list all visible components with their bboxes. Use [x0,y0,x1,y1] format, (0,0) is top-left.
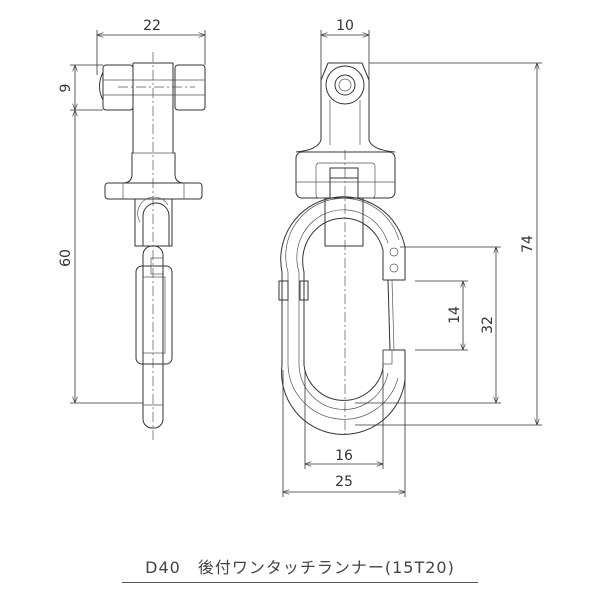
gate-upper-hook [382,247,406,281]
gate-lower-hook [382,349,406,380]
front-view [278,62,406,435]
dim-22: 22 [143,18,161,34]
front-dimensions: 10 74 32 14 16 25 [282,18,542,497]
clip-right [299,280,309,301]
dim-60: 60 [58,249,74,267]
left-nut [102,64,134,111]
clip-left [278,280,289,301]
side-view [99,52,206,440]
gate-spring [387,279,391,351]
drawing-title: D40 後付ワンタッチランナー(15T20) [122,554,478,583]
base-block [295,151,396,199]
ring-top [142,202,170,246]
right-nut [174,64,206,111]
dim-14: 14 [447,306,463,324]
swivel [324,197,364,247]
roller-wheel [325,65,365,105]
dim-25: 25 [335,474,353,490]
dim-16: 16 [335,448,353,464]
dim-32: 32 [480,316,496,334]
dim-74: 74 [520,235,536,253]
dim-10: 10 [336,18,354,34]
dim-9: 9 [58,84,74,93]
ring-outer [280,196,406,435]
swivel-block [134,198,173,247]
lower-link [135,265,173,365]
flange [104,182,203,200]
bottom-rod [142,245,164,429]
side-dimensions: 22 9 60 [58,18,206,404]
ring-inner [302,217,384,401]
roller-bracket [295,62,396,153]
